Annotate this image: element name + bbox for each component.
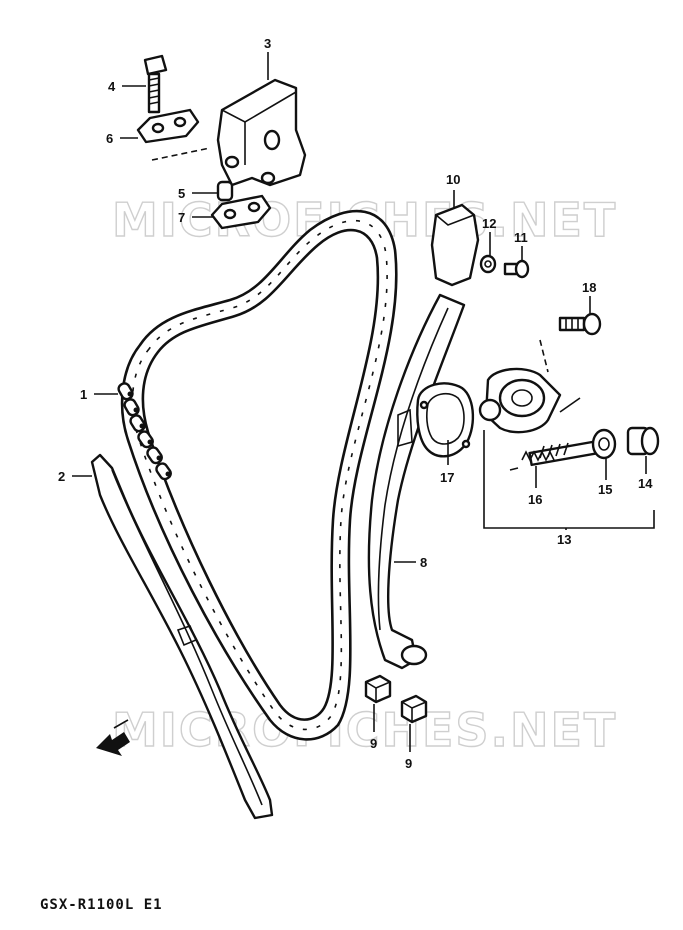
callout-5: 5 <box>178 186 185 201</box>
cam-chain <box>117 209 398 741</box>
callout-9a: 9 <box>370 736 377 751</box>
callout-1: 1 <box>80 387 87 402</box>
callout-6: 6 <box>106 131 113 146</box>
spring-16 <box>521 450 555 462</box>
callout-14: 14 <box>638 476 653 491</box>
callout-16: 16 <box>528 492 542 507</box>
slider-block-b <box>400 694 428 724</box>
chain-guide-rear <box>90 453 274 820</box>
callout-12: 12 <box>482 216 496 231</box>
callout-18: 18 <box>582 280 596 295</box>
bolt-11 <box>503 259 530 279</box>
callout-10: 10 <box>446 172 460 187</box>
callout-13: 13 <box>557 532 571 547</box>
callout-labels: 3 4 6 5 7 10 12 11 18 1 2 17 16 15 14 13… <box>58 36 653 771</box>
callout-8: 8 <box>420 555 427 570</box>
callout-3: 3 <box>264 36 271 51</box>
chain-links-detail <box>117 382 172 481</box>
plate-lower <box>210 194 272 230</box>
washer-15 <box>591 428 617 460</box>
collar <box>216 180 234 202</box>
model-caption: GSX-R1100L E1 <box>40 897 163 913</box>
nut-14 <box>626 426 660 456</box>
front-arrow-icon <box>96 719 130 756</box>
gasket-17 <box>416 382 475 458</box>
callout-4: 4 <box>108 79 116 94</box>
chain-guide-upper <box>216 78 307 187</box>
bolt-upper <box>143 54 168 114</box>
callout-2: 2 <box>58 469 65 484</box>
watermark-bottom: MICROFICHES.NET <box>112 703 617 757</box>
callout-17: 17 <box>440 470 454 485</box>
plate-upper <box>136 108 200 144</box>
slider-block-a <box>364 674 392 704</box>
tensioner-body <box>478 367 562 434</box>
bolt-18 <box>558 312 602 336</box>
tensioner-cap <box>430 203 480 287</box>
callout-7: 7 <box>178 210 185 225</box>
callout-11: 11 <box>514 230 528 245</box>
chain-guide-front <box>367 293 466 670</box>
leader-lines <box>72 52 655 752</box>
washer-12 <box>479 254 497 274</box>
callout-9b: 9 <box>405 756 412 771</box>
callout-15: 15 <box>598 482 612 497</box>
